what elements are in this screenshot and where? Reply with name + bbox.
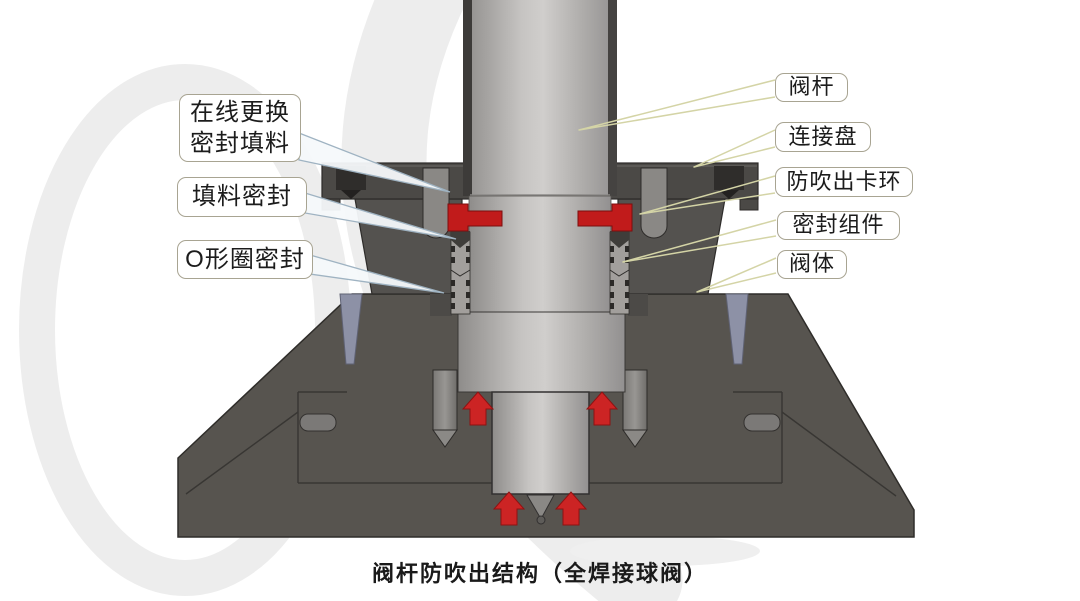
- leader-valve-stem: [578, 79, 776, 131]
- gland-follower-left: [451, 231, 470, 248]
- stem-lower-section: [491, 391, 590, 495]
- sealant-wedge-right: [725, 293, 749, 365]
- snap-ring-right: [577, 203, 633, 232]
- label-valve-stem: 阀杆: [775, 73, 848, 102]
- leader-valve-body: [696, 257, 777, 293]
- gland-stud-right: [640, 167, 668, 239]
- valve-stem-shape: [457, 0, 626, 495]
- body-pin-left: [299, 413, 337, 432]
- pressure-up-arrow: [492, 491, 526, 526]
- label-line: 在线更换: [190, 98, 290, 126]
- snap-ring-left: [447, 203, 503, 232]
- gland-follower-right: [610, 231, 629, 248]
- label-online-replace-packing: 在线更换 密封填料: [179, 94, 301, 162]
- pressure-up-arrow: [554, 491, 588, 526]
- retainer-stud-right: [622, 369, 648, 448]
- retainer-stud-left: [432, 369, 458, 448]
- leader-connecting-plate: [693, 129, 776, 168]
- leader-seal-assembly: [622, 219, 777, 263]
- packing-stack-right: [609, 231, 630, 315]
- label-packing-seal: 填料密封: [177, 177, 307, 217]
- body-pin-right: [743, 413, 781, 432]
- label-anti-blowout-ring: 防吹出卡环: [775, 167, 913, 197]
- packing-stack-left: [450, 231, 471, 315]
- label-valve-body: 阀体: [777, 250, 847, 279]
- stem-bottom-pin: [526, 494, 555, 525]
- pressure-up-arrow: [461, 391, 495, 426]
- diagram-caption: 阀杆防吹出结构（全焊接球阀）: [371, 561, 708, 586]
- label-connecting-plate: 连接盘: [775, 122, 871, 152]
- label-seal-assembly: 密封组件: [777, 211, 900, 240]
- pressure-up-arrow: [585, 391, 619, 426]
- sealant-wedge-left: [339, 293, 363, 365]
- leader-lines-left: [298, 132, 457, 294]
- gland-stud-left: [422, 167, 450, 239]
- label-line: 密封填料: [190, 130, 290, 157]
- label-o-ring-seal: O形圈密封: [177, 240, 313, 279]
- leader-anti-blowout-ring: [639, 175, 776, 215]
- leader-lines-right: [578, 79, 777, 293]
